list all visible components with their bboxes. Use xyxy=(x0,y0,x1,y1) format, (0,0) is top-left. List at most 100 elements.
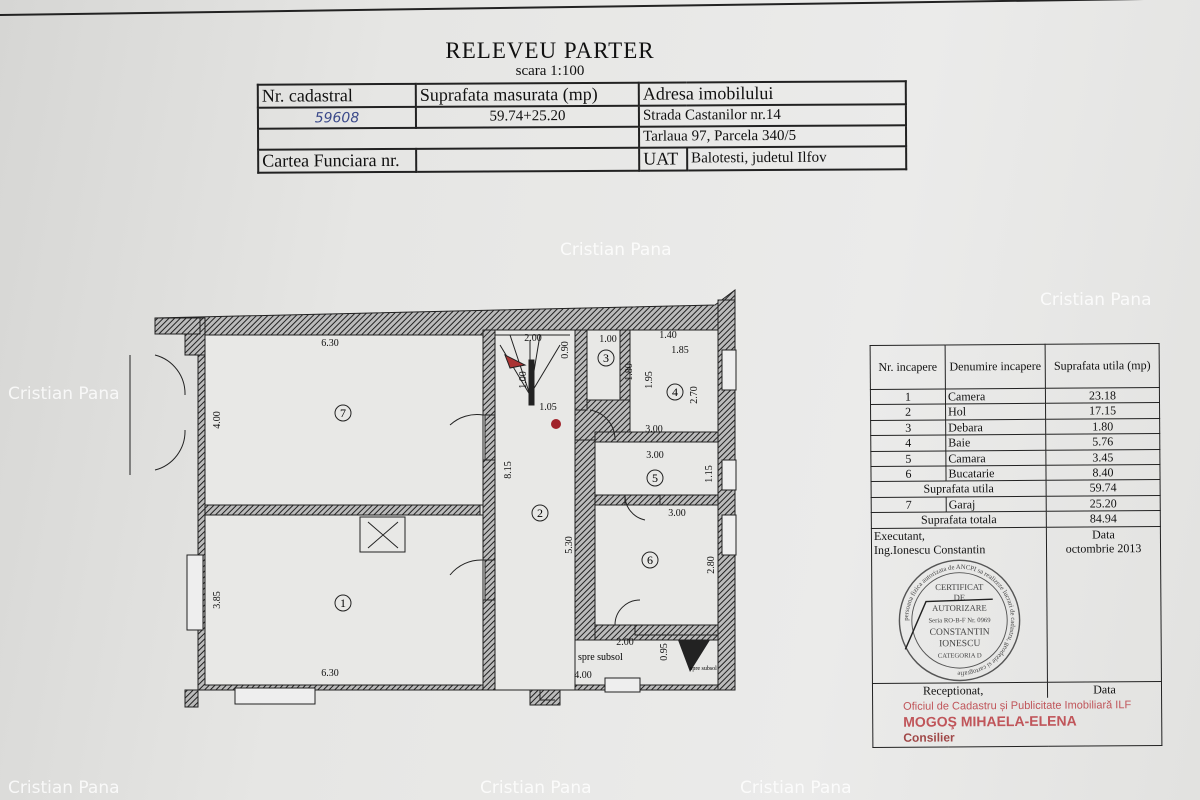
document-scale: scara 1:100 xyxy=(515,63,585,79)
room-numbers: 1 2 3 4 5 6 7 xyxy=(334,349,684,612)
stamp-name2: IONESCU xyxy=(939,639,980,649)
dimension-label: 6.30 xyxy=(321,668,339,679)
dimension-label: 3.00 xyxy=(645,424,663,435)
useful-value: 59.74 xyxy=(1046,479,1161,497)
stamp-line3: AUTORIZARE xyxy=(932,603,987,613)
room-name: Hol xyxy=(945,403,1046,420)
watermark: Cristian Pana xyxy=(1040,290,1152,310)
useful-label: Suprafata utila xyxy=(871,480,1047,498)
ocpi-cell: Oficiul de Cadastru și Publicitate Imobi… xyxy=(872,696,1162,748)
room-name: Bucatarie xyxy=(945,465,1047,482)
room-number-circle xyxy=(641,551,659,569)
dimension-label: 6.30 xyxy=(321,338,339,349)
executant-name: Ing.Ionescu Constantin xyxy=(873,542,986,557)
room-nr: 4 xyxy=(870,435,946,452)
chimney-icon xyxy=(359,516,406,553)
basement-label: spre subsol xyxy=(578,652,623,663)
room-area: 23.18 xyxy=(1045,387,1160,404)
room-name: Camara xyxy=(945,449,1046,466)
doors xyxy=(129,354,646,701)
room-number-circle xyxy=(646,469,664,487)
dimension-label: 1.80 xyxy=(624,363,635,381)
room-number: 3 xyxy=(603,351,609,365)
watermark: Cristian Pana xyxy=(8,384,120,404)
dimension-label: 1.00 xyxy=(518,371,529,389)
dimension-label: 2.70 xyxy=(689,386,700,404)
dimension-label: 1.85 xyxy=(671,345,689,356)
watermark: Cristian Pana xyxy=(480,778,592,798)
room-number: 7 xyxy=(340,406,346,420)
room-name: Camera xyxy=(945,388,1046,405)
garage-area: 25.20 xyxy=(1046,495,1161,512)
col-name: Denumire incapere xyxy=(945,344,1046,389)
executant-cell: Executant, Ing.Ionescu Constantin persoa… xyxy=(871,526,1048,684)
room-area: 8.40 xyxy=(1045,464,1161,481)
stamp-series: Seria RO-B-F Nr. 0969 xyxy=(928,617,991,624)
col-area: Suprafata utila (mp) xyxy=(1045,343,1160,389)
room-number: 4 xyxy=(672,385,678,399)
stamp-line1: CERTIFICAT xyxy=(935,582,984,592)
room-number: 1 xyxy=(340,596,346,610)
garage-name: Garaj xyxy=(946,496,1047,513)
dimension-label: 2.80 xyxy=(706,556,717,574)
signature-icon xyxy=(904,598,993,650)
ocpi-name: MOGOŞ MIHAELA-ELENA xyxy=(903,712,1077,730)
stairs-icon xyxy=(495,334,570,406)
room-number: 5 xyxy=(652,471,658,485)
room-number-circle xyxy=(334,404,352,422)
stamp-name1: CONSTANTIN xyxy=(930,628,990,638)
room-area: 1.80 xyxy=(1045,418,1160,435)
stamp-category: CATEGORIA D xyxy=(938,653,982,660)
date-value: octombrie 2013 xyxy=(1065,541,1142,556)
room-number-circle xyxy=(666,383,684,401)
total-label: Suprafata totala xyxy=(871,511,1047,529)
watermark: Cristian Pana xyxy=(740,778,852,798)
room-nr: 2 xyxy=(870,404,946,421)
ocpi-office: Oficiul de Cadastru și Publicitate Imobi… xyxy=(903,698,1132,713)
total-value: 84.94 xyxy=(1046,510,1161,527)
dimension-labels: 6.304.006.303.858.155.302.000.901.001.05… xyxy=(212,330,717,681)
marker-icon xyxy=(551,419,561,429)
dimension-label: 1.95 xyxy=(644,371,655,389)
room-name: Debara xyxy=(945,419,1046,436)
room-number-circle xyxy=(334,594,352,612)
room-area: 17.15 xyxy=(1045,402,1160,420)
stamp-line2: DE xyxy=(954,593,966,603)
dimension-label: 4.00 xyxy=(574,670,592,681)
dimension-label: 4.00 xyxy=(212,411,223,429)
watermark: Cristian Pana xyxy=(560,240,672,260)
received-label: Receptionat, xyxy=(872,682,1048,699)
room-nr: 3 xyxy=(870,419,946,436)
room-number-circle xyxy=(597,349,615,367)
dimension-label: 1.00 xyxy=(599,334,617,345)
window-icons xyxy=(186,349,737,705)
room-name: Baie xyxy=(945,434,1046,451)
col-nr: Nr. incapere xyxy=(870,344,946,390)
dimension-label: 0.95 xyxy=(659,643,670,661)
received-date-label: Data xyxy=(1047,681,1162,698)
dimension-label: 3.00 xyxy=(646,450,664,461)
dimension-label: 2.00 xyxy=(616,637,634,648)
executant-label: Executant, xyxy=(873,528,925,543)
basement-label-small: spre subsol xyxy=(690,666,717,672)
dimension-label: 8.15 xyxy=(503,461,514,479)
ocpi-role: Consilier xyxy=(903,730,955,745)
room-number: 6 xyxy=(647,553,653,567)
dimension-label: 2.00 xyxy=(524,333,542,344)
dimension-label: 3.00 xyxy=(668,508,686,519)
basement-stair-icon xyxy=(678,640,710,672)
dimension-label: 1.15 xyxy=(704,465,715,483)
room-nr: 5 xyxy=(870,450,946,467)
document-title: RELEVEU PARTER xyxy=(445,38,655,63)
watermark: Cristian Pana xyxy=(8,778,120,798)
dimension-label: 1.40 xyxy=(659,330,677,341)
authorization-stamp: persoana fizica autorizata de ANCPI sa r… xyxy=(898,559,1021,682)
dimension-label: 0.90 xyxy=(560,341,571,359)
room-nr: 6 xyxy=(870,465,947,482)
room-number-circle xyxy=(531,504,549,522)
room-number: 2 xyxy=(537,506,543,520)
room-area: 3.45 xyxy=(1045,449,1160,466)
room-nr: 1 xyxy=(870,388,946,405)
date-label: Data xyxy=(1092,526,1115,541)
